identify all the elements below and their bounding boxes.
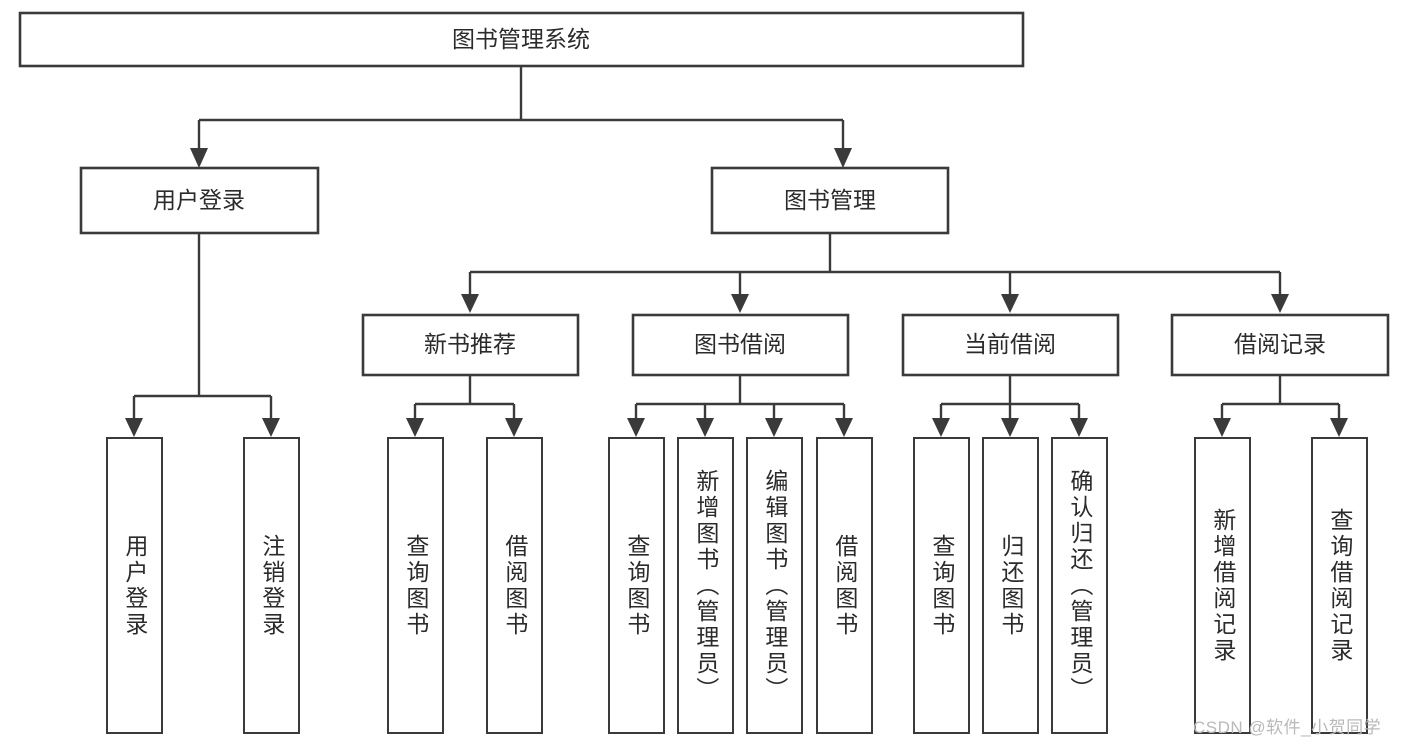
leaf-label: 用户登录	[121, 533, 148, 638]
node-root-label: 图书管理系统	[452, 26, 590, 52]
node-user-login-label: 用户登录	[153, 187, 245, 213]
node-book-management[interactable]: 图书管理	[710, 166, 950, 235]
node-book-management-label: 图书管理	[784, 187, 876, 213]
connector-bookborrow-to-leaves	[627, 375, 853, 437]
connector-root-to-level2	[190, 66, 852, 168]
connector-borrowrecord-to-leaves	[1213, 375, 1348, 437]
node-current-borrow[interactable]: 当前借阅	[901, 313, 1120, 377]
leaf-user-login-login[interactable]: 用户登录	[106, 437, 163, 734]
leaf-new-book-query[interactable]: 查询图书	[387, 437, 444, 734]
leaf-book-borrow-add[interactable]: 新增图书（管理员）	[677, 437, 734, 734]
connector-userlogin-to-leaves	[125, 233, 280, 437]
leaf-book-borrow-edit[interactable]: 编辑图书（管理员）	[746, 437, 803, 734]
leaf-label: 新增图书（管理员）	[692, 468, 719, 703]
node-user-login[interactable]: 用户登录	[79, 166, 320, 235]
leaf-current-borrow-query[interactable]: 查询图书	[913, 437, 970, 734]
leaf-user-login-logout[interactable]: 注销登录	[243, 437, 300, 734]
node-borrow-record[interactable]: 借阅记录	[1170, 313, 1390, 377]
leaf-current-borrow-return[interactable]: 归还图书	[982, 437, 1039, 734]
node-new-book-recommend-label: 新书推荐	[424, 331, 516, 357]
leaf-label: 注销登录	[258, 533, 285, 638]
leaf-borrow-record-add[interactable]: 新增借阅记录	[1194, 437, 1251, 734]
leaf-label: 归还图书	[997, 533, 1024, 638]
leaf-label: 查询图书	[402, 533, 429, 638]
leaf-new-book-borrow[interactable]: 借阅图书	[486, 437, 543, 734]
leaf-label: 编辑图书（管理员）	[761, 468, 788, 703]
leaf-label: 查询图书	[928, 533, 955, 638]
leaf-label: 查询图书	[623, 533, 650, 638]
node-new-book-recommend[interactable]: 新书推荐	[361, 313, 580, 377]
connector-currentborrow-to-leaves	[932, 375, 1088, 437]
leaf-label: 确认归还（管理员）	[1066, 468, 1093, 703]
node-book-borrow[interactable]: 图书借阅	[631, 313, 850, 377]
leaf-book-borrow-query[interactable]: 查询图书	[608, 437, 665, 734]
leaf-label: 借阅图书	[831, 533, 858, 638]
connector-newbook-to-leaves	[406, 375, 523, 437]
node-book-borrow-label: 图书借阅	[694, 331, 786, 357]
node-root-system[interactable]: 图书管理系统	[18, 11, 1025, 68]
leaf-label: 借阅图书	[501, 533, 528, 638]
leaf-label: 查询借阅记录	[1326, 507, 1353, 664]
leaf-borrow-record-query[interactable]: 查询借阅记录	[1311, 437, 1368, 734]
leaf-current-borrow-confirm[interactable]: 确认归还（管理员）	[1051, 437, 1108, 734]
connector-bookmgmt-to-level3	[461, 233, 1289, 313]
node-current-borrow-label: 当前借阅	[964, 331, 1056, 357]
leaf-book-borrow-borrow[interactable]: 借阅图书	[816, 437, 873, 734]
leaf-label: 新增借阅记录	[1209, 507, 1236, 664]
node-borrow-record-label: 借阅记录	[1234, 331, 1326, 357]
